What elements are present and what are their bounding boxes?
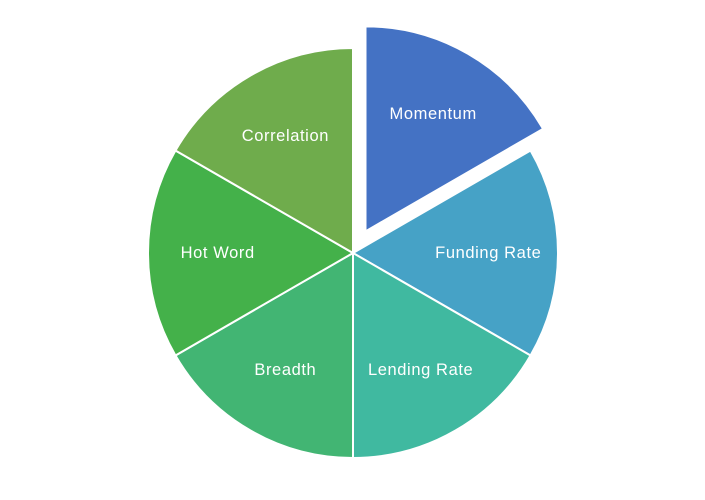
pie-slice-hot-word[interactable] <box>146 149 354 357</box>
pie-slice-momentum[interactable] <box>364 25 545 233</box>
pie-slice-lending-rate[interactable] <box>352 252 532 459</box>
pie-slice-correlation[interactable] <box>174 47 354 254</box>
pie-slice-breadth[interactable] <box>174 252 354 459</box>
pie-slice-funding-rate[interactable] <box>352 149 560 357</box>
